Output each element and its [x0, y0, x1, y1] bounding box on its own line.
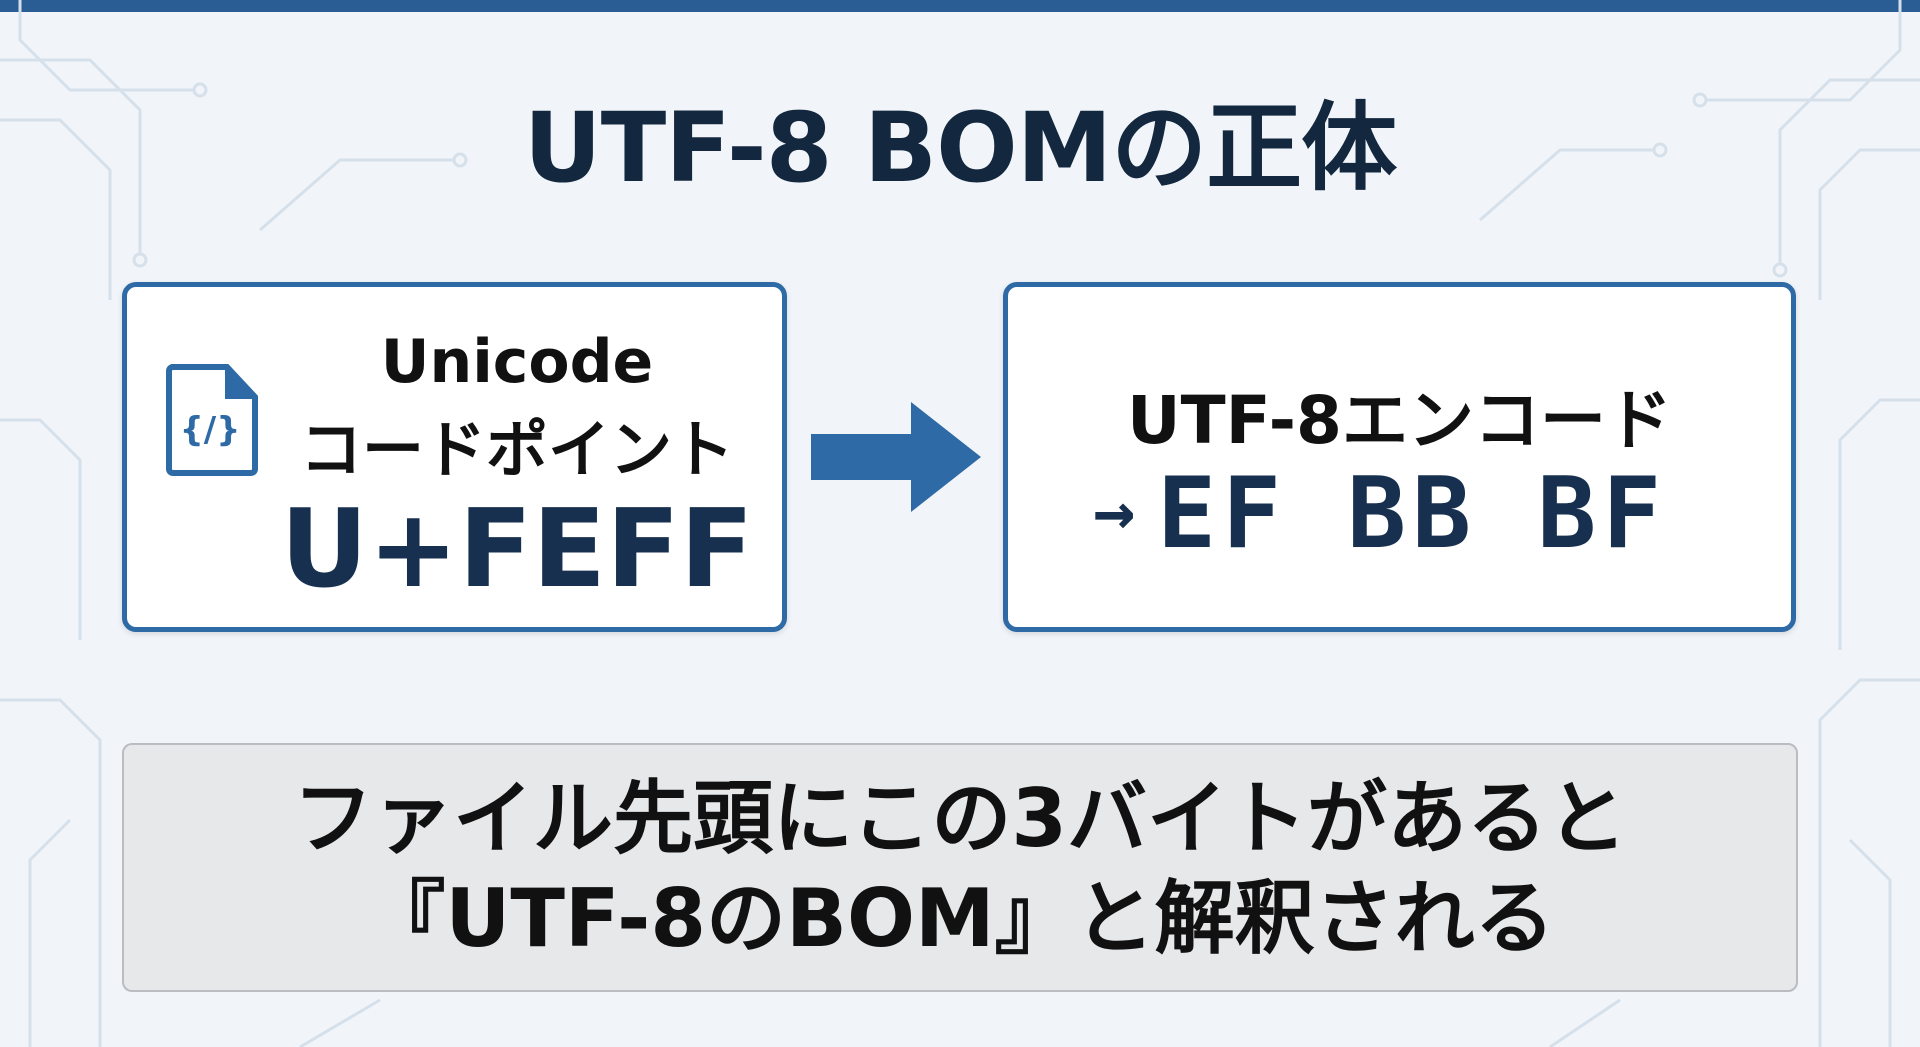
unicode-label: Unicode [380, 327, 654, 397]
utf8-encoding-box: UTF-8エンコード → EF BB BF [1003, 282, 1796, 632]
note-line-2: 『UTF-8のBOM』と解釈される [365, 872, 1555, 965]
byte-value: BF [1537, 457, 1668, 571]
code-point-label: コードポイント [299, 413, 734, 486]
svg-text:{/}: {/} [180, 410, 241, 450]
right-arrow-icon [811, 402, 981, 512]
page-title: UTF-8 BOMの正体 [523, 92, 1397, 204]
unicode-code-point-box: {/} Unicode コードポイント U+FEFF [122, 282, 787, 632]
note-line-1: ファイル先頭にこの3バイトがあると [292, 772, 1628, 865]
code-file-icon: {/} [166, 364, 258, 476]
top-accent-bar [0, 0, 1920, 12]
byte-value: BB [1347, 457, 1478, 571]
encoding-heading: UTF-8エンコード [1127, 382, 1672, 459]
byte-sequence: → EF BB BF [1093, 457, 1667, 571]
byte-value: EF [1157, 457, 1288, 571]
code-point-value: U+FEFF [280, 487, 754, 612]
small-arrow-icon: → [1093, 470, 1136, 552]
explanation-note: ファイル先頭にこの3バイトがあると 『UTF-8のBOM』と解釈される [122, 743, 1798, 992]
